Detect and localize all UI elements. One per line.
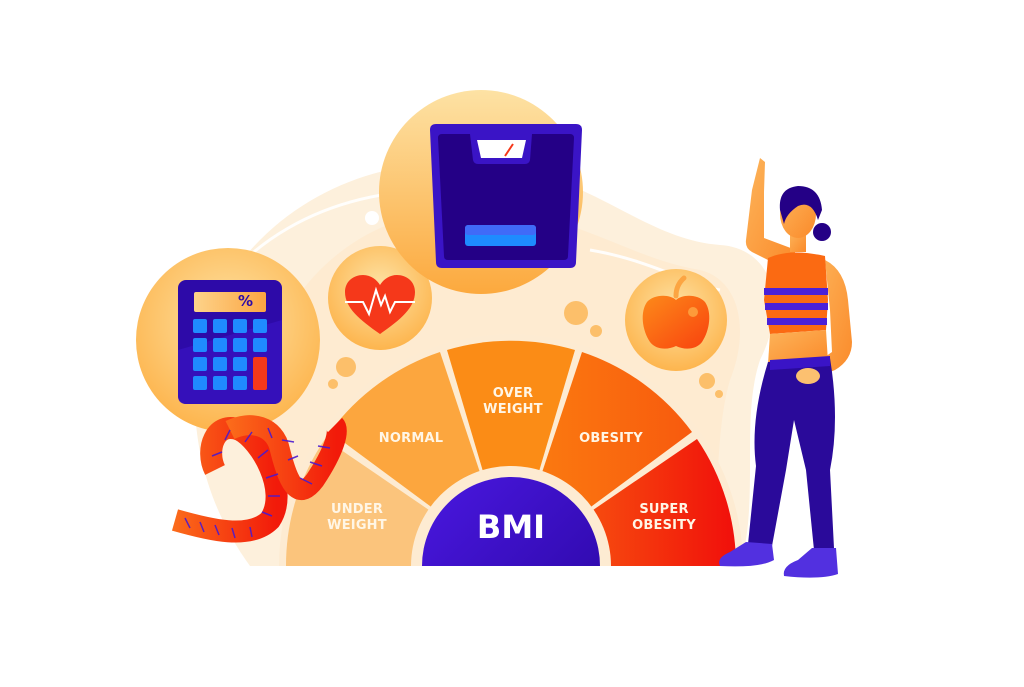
label-obesity: OBESITY [566, 431, 656, 447]
measuring-tape-icon [171, 415, 347, 543]
label-overweight-line2: WEIGHT [483, 401, 543, 417]
label-super-obesity: SUPER OBESITY [618, 502, 710, 533]
apple-icon [625, 269, 727, 371]
bmi-center [422, 477, 600, 566]
label-underweight-line2: WEIGHT [327, 517, 387, 533]
label-super-obesity-line2: OBESITY [632, 517, 696, 533]
label-normal-line1: NORMAL [378, 431, 444, 446]
weighing-scale-icon [379, 90, 583, 294]
label-underweight-line1: UNDER [330, 502, 384, 517]
calculator-icon [136, 248, 320, 432]
label-obesity-line1: OBESITY [579, 431, 643, 446]
bmi-title: BMI [476, 508, 546, 546]
label-overweight-line1: OVER [492, 386, 534, 401]
label-normal: NORMAL [366, 431, 456, 447]
label-overweight: OVER WEIGHT [468, 386, 558, 417]
heart-pulse-icon [328, 246, 432, 350]
label-underweight: UNDER WEIGHT [312, 502, 402, 533]
label-super-obesity-line1: SUPER [639, 502, 689, 517]
bmi-gauge [279, 334, 743, 566]
woman-figure [719, 158, 852, 578]
segment-overweight [447, 340, 575, 566]
calculator-percent-symbol: % [238, 292, 254, 310]
